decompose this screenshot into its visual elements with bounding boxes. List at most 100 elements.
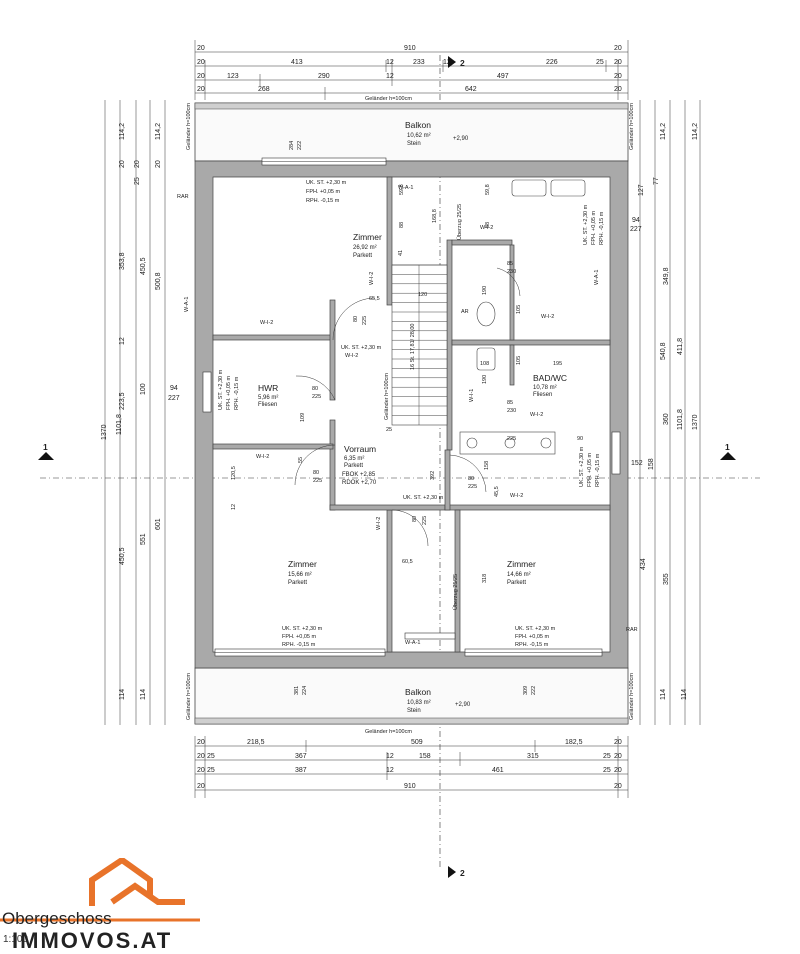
section-2-bottom-label: 2 [460,868,465,878]
rar-label: RAR [177,194,189,200]
dim-label: 77 [653,177,660,185]
room-note: RPH. -0,15 m [282,642,316,648]
dim-label: 80 [313,470,319,476]
room-area: 5,96 m² [258,395,278,401]
dim-label: 225 [422,516,428,525]
section-1-left-label: 1 [43,442,48,452]
room-note: RPH. -0,15 m [595,453,601,487]
room-area: 10,78 m² [533,385,557,391]
dim-label: 20 [134,160,141,168]
dim-label: 230 [507,269,516,275]
dim-label: 94 [632,217,640,224]
rdok-level: RDOK +2,70 [342,480,377,486]
balcony-bottom: Geländer h=100cm Geländer h=100cm Geländ… [186,667,635,735]
dim-label: 461 [492,767,504,774]
dim-label: 315 [527,753,539,760]
dim-label: 80 [412,516,418,522]
dim-label: 225 [468,484,477,490]
dim-label: 222 [297,141,303,150]
dim-label: 114,2 [660,123,667,140]
dim-label: 434 [640,558,647,570]
dim-label: 20 [197,73,205,80]
dim-label: 20 [197,45,205,52]
room-note: FPH. +0,05 m [587,452,593,487]
dim-label: 12 [386,753,394,760]
dim-label: 20 [197,767,205,774]
dim-label: 20 [614,45,622,52]
wall-tag: W-I-2 [376,517,382,530]
balcony-top-name: Balkon [405,120,431,130]
stair-label: 16 St. 17,81/ 28,00 [410,324,416,370]
dim-label: 168,8 [432,209,438,223]
balcony-bottom-area: 10,83 m² [407,700,431,706]
dim-label: 195 [553,361,562,367]
dim-label: 45,5 [494,486,500,497]
dim-label: 1370 [692,414,699,430]
dim-label: 12 [386,767,394,774]
dim-label: 20 [119,160,126,168]
room-note: RPH. -0,15 m [306,198,340,204]
dim-label: 90 [577,436,583,442]
room-zimmer-se: Zimmer 14,66 m² Parkett UK. ST. +2,30 m … [507,559,556,648]
room-zimmer-nw: Zimmer 26,92 m² Parkett UK. ST. +2,30 m … [306,180,382,259]
dim-label: 349,8 [663,267,670,285]
room-note: FPH. +0,05 m [282,634,317,640]
dim-label: 20 [155,160,162,168]
dim-label: 227 [168,395,180,402]
stair-railing-label: Geländer h=100cm [384,373,390,420]
staircase: 16 St. 17,81/ 28,00 Geländer h=100cm [384,264,448,426]
section-line-2: 2 2 [439,55,465,878]
dim-label: 25 [207,767,215,774]
dim-label: 80 [468,476,474,482]
dim-label: 20 [614,783,622,790]
dim-label: 222 [531,686,537,695]
wall-tag: W-I-2 [530,412,543,418]
dim-label: 120,5 [231,466,237,480]
section-2-top-label: 2 [460,58,465,68]
dim-label: 80 [312,386,318,392]
wall-tag: W-I-2 [369,272,375,285]
scale-label: 1:100 [3,934,29,945]
dim-label: 500,8 [155,272,162,290]
dim-label: 114 [119,689,126,700]
dim-label: 227 [630,226,642,233]
room-area: 6,35 m² [344,456,364,462]
bottom-dimension-labels: 20 218,5 509 182,5 20 20 25 367 12 158 3… [197,739,622,790]
dim-label: 20 [197,59,205,66]
room-name: Vorraum [344,444,376,454]
balcony-top-level: +2,90 [453,136,469,142]
dim-label: 88 [399,222,405,228]
room-name: Zimmer [288,559,317,569]
dim-label: 88 [485,222,491,228]
railing-side-label: Geländer h=100cm [629,103,635,150]
dim-label: 1101,8 [677,409,684,430]
dim-label: 25 [207,753,215,760]
dim-label: 20 [614,767,622,774]
room-floor: Parkett [288,580,307,586]
dim-label: 190 [482,375,488,384]
uberzug-label: Überzug 25/25 [456,204,463,240]
floor-title: Obergeschoss [2,909,112,928]
dim-label: 230 [507,408,516,414]
dim-label: 12 [386,59,394,66]
wall-tag: W-I-2 [256,454,269,460]
brand-logo-icon [0,858,200,922]
room-note: UK. ST. +2,30 m [579,446,585,487]
wall-tag: W-I-2 [260,320,273,326]
uberzug-label: Überzug 25/25 [452,574,459,610]
dim-label: 20 [614,739,622,746]
room-vorraum: Vorraum 6,35 m² Parkett FBOK +2,85 RDOK … [342,444,377,486]
dim-label: 353,8 [119,252,126,270]
dim-label: 367 [295,753,307,760]
room-floor: Fliesen [258,402,277,408]
dim-label: 109 [300,413,306,422]
dim-label: 268 [258,86,270,93]
dim-label: 20 [614,59,622,66]
fbok-level: FBOK +2,85 [342,472,376,478]
room-note: RPH. -0,15 m [515,642,549,648]
balcony-bottom-level: +2,90 [455,702,471,708]
dim-label: 152 [631,460,643,467]
room-area: 15,66 m² [288,572,312,578]
balcony-top: Geländer h=100cm Geländer h=100cm Geländ… [186,96,635,162]
wall-tag: W-I-2 [345,353,358,359]
